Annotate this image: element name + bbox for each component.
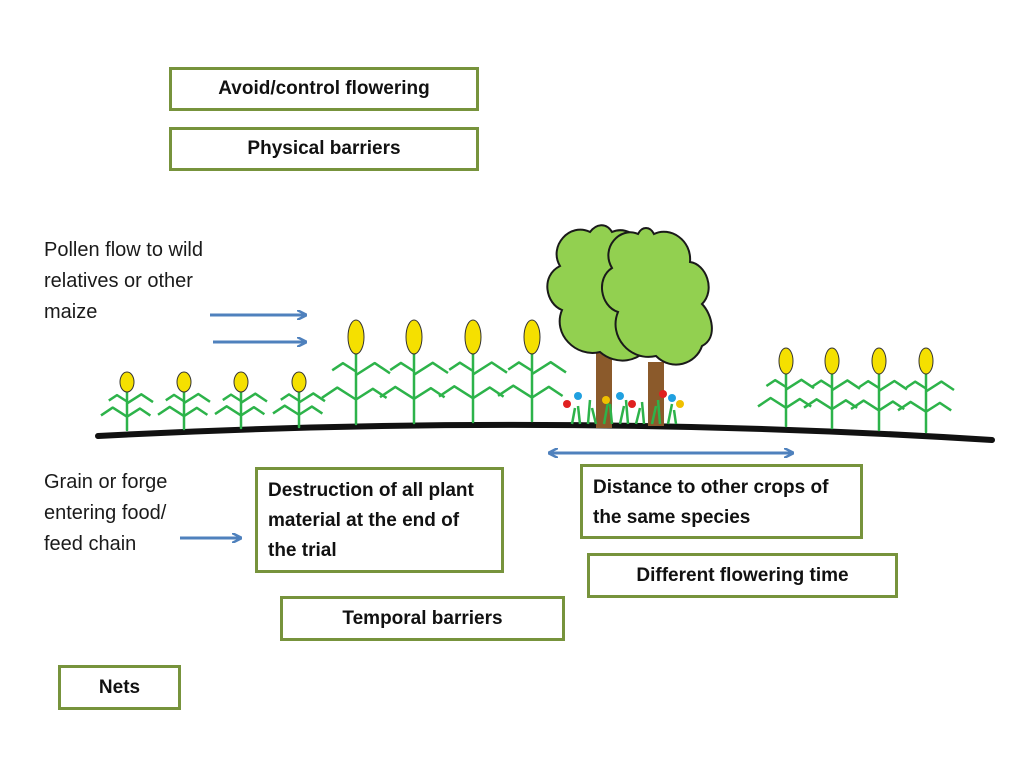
maize-cob-icon (918, 347, 934, 375)
maize-plant-icon (100, 371, 154, 432)
maize-plant-icon (272, 371, 326, 429)
maize-plant-icon (438, 319, 508, 424)
avoid-flowering-box: Avoid/control flowering (169, 67, 479, 111)
destruction-box: Destruction of all plant material at the… (255, 467, 504, 573)
tree-icon (546, 224, 713, 428)
temporal-barriers-box: Temporal barriers (280, 596, 565, 641)
grain-forge-line-3: feed chain (44, 533, 137, 555)
maize-cob-icon (347, 319, 365, 355)
grain-forge-line-2: entering food/ (44, 502, 167, 524)
grain-forge-line-1: Grain or forge (44, 471, 168, 493)
maize-plant-icon (803, 347, 861, 430)
maize-cob-icon (464, 319, 482, 355)
pollen-flow-line-1: Pollen flow to wild (44, 239, 203, 261)
pollen-flow-line-3: maize (44, 301, 98, 323)
maize-cob-icon (523, 319, 541, 355)
maize-plant-icon (497, 319, 567, 423)
physical-barriers-box: Physical barriers (169, 127, 479, 171)
maize-cob-icon (291, 371, 307, 393)
flowering-time-box: Different flowering time (587, 553, 898, 598)
maize-plant-icon (757, 347, 815, 428)
maize-plant-icon (379, 319, 449, 425)
maize-cob-icon (233, 371, 249, 393)
pollen-flow-line-2: relatives or other (44, 270, 193, 292)
maize-plant-icon (850, 347, 908, 432)
distance-box: Distance to other crops of the same spec… (580, 464, 863, 539)
maize-cob-icon (119, 371, 135, 393)
flowers-icon (563, 390, 684, 408)
maize-plants (100, 319, 955, 434)
maize-cob-icon (824, 347, 840, 375)
wild-plants-icon (570, 399, 678, 425)
maize-plant-icon (897, 347, 955, 434)
pollen-flow-label: Pollen flow to wild relatives or other m… (44, 235, 203, 328)
maize-plant-icon (157, 371, 211, 431)
maize-plant-icon (214, 371, 268, 430)
grain-forge-label: Grain or forge entering food/ feed chain (44, 467, 167, 560)
maize-cob-icon (871, 347, 887, 375)
maize-cob-icon (405, 319, 423, 355)
maize-plant-icon (321, 319, 391, 426)
nets-box: Nets (58, 665, 181, 710)
ground-line (95, 421, 995, 443)
maize-cob-icon (176, 371, 192, 393)
maize-cob-icon (778, 347, 794, 375)
